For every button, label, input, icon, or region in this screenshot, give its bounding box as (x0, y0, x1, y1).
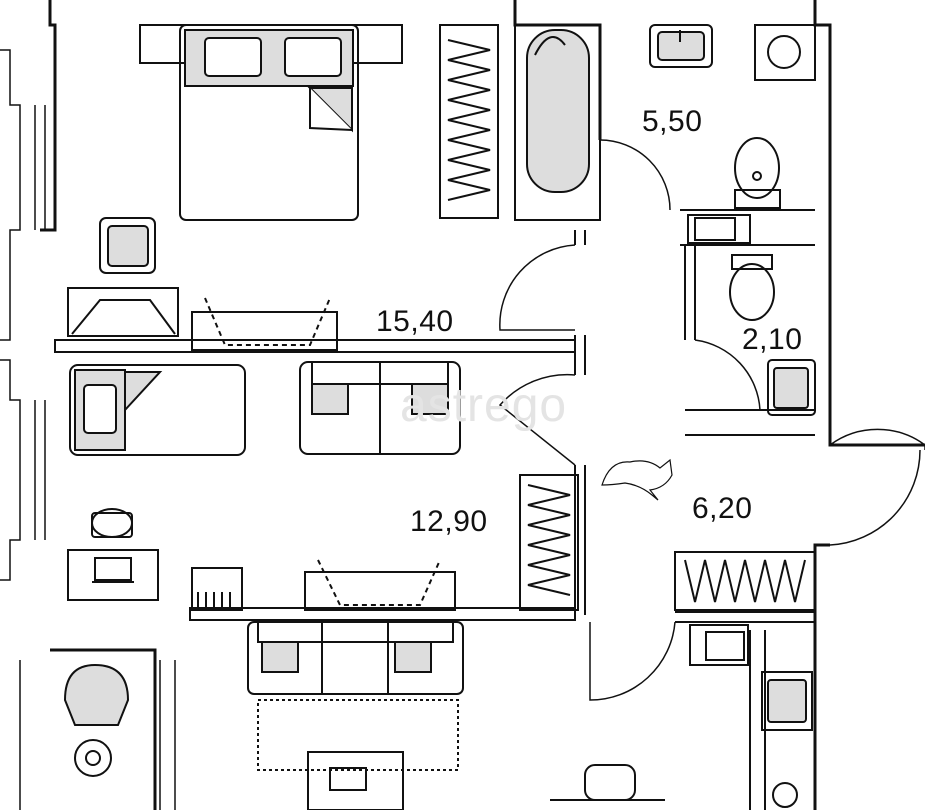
exterior-walls (40, 0, 925, 810)
toilet-room-sink (767, 359, 816, 416)
living-tv-stand (304, 559, 456, 611)
bathroom-area-label: 5,50 (642, 105, 703, 138)
hall-cabinet (687, 214, 751, 244)
kitchen-stove (772, 782, 798, 808)
watermark-text: astrego (400, 379, 568, 432)
toilet-room-toilet (729, 254, 775, 321)
bedroom-area-label: 15,40 (376, 305, 454, 338)
bedroom-tv-stand (67, 287, 338, 351)
armchair (63, 663, 130, 777)
bathroom-sink (649, 24, 713, 68)
left-facade (0, 49, 176, 810)
bathroom-toilet (734, 137, 781, 209)
single-bed (69, 364, 246, 456)
toilet-area-label: 2,10 (742, 323, 803, 356)
dog-sketch (601, 458, 673, 501)
bathtub (514, 24, 601, 221)
desk-with-laptop (67, 508, 159, 601)
hall-wardrobe (674, 551, 816, 611)
lower-desk (307, 751, 404, 810)
kitchen-chair (550, 764, 665, 801)
living-area-label: 12,90 (410, 505, 488, 538)
hallway-area-label: 6,20 (692, 492, 753, 525)
door-swings (498, 139, 925, 701)
washing-machine (754, 24, 816, 81)
sofa-upper (299, 361, 461, 455)
kitchen-sink (761, 671, 813, 731)
double-bed (139, 24, 403, 221)
bookshelf (191, 567, 243, 611)
kitchen-oven (689, 624, 749, 666)
living-wardrobe (519, 474, 579, 611)
bedroom-wardrobe (439, 24, 499, 219)
sofa-lower (247, 621, 464, 771)
bedroom-cabinet (99, 217, 156, 274)
interior-walls (54, 209, 815, 810)
